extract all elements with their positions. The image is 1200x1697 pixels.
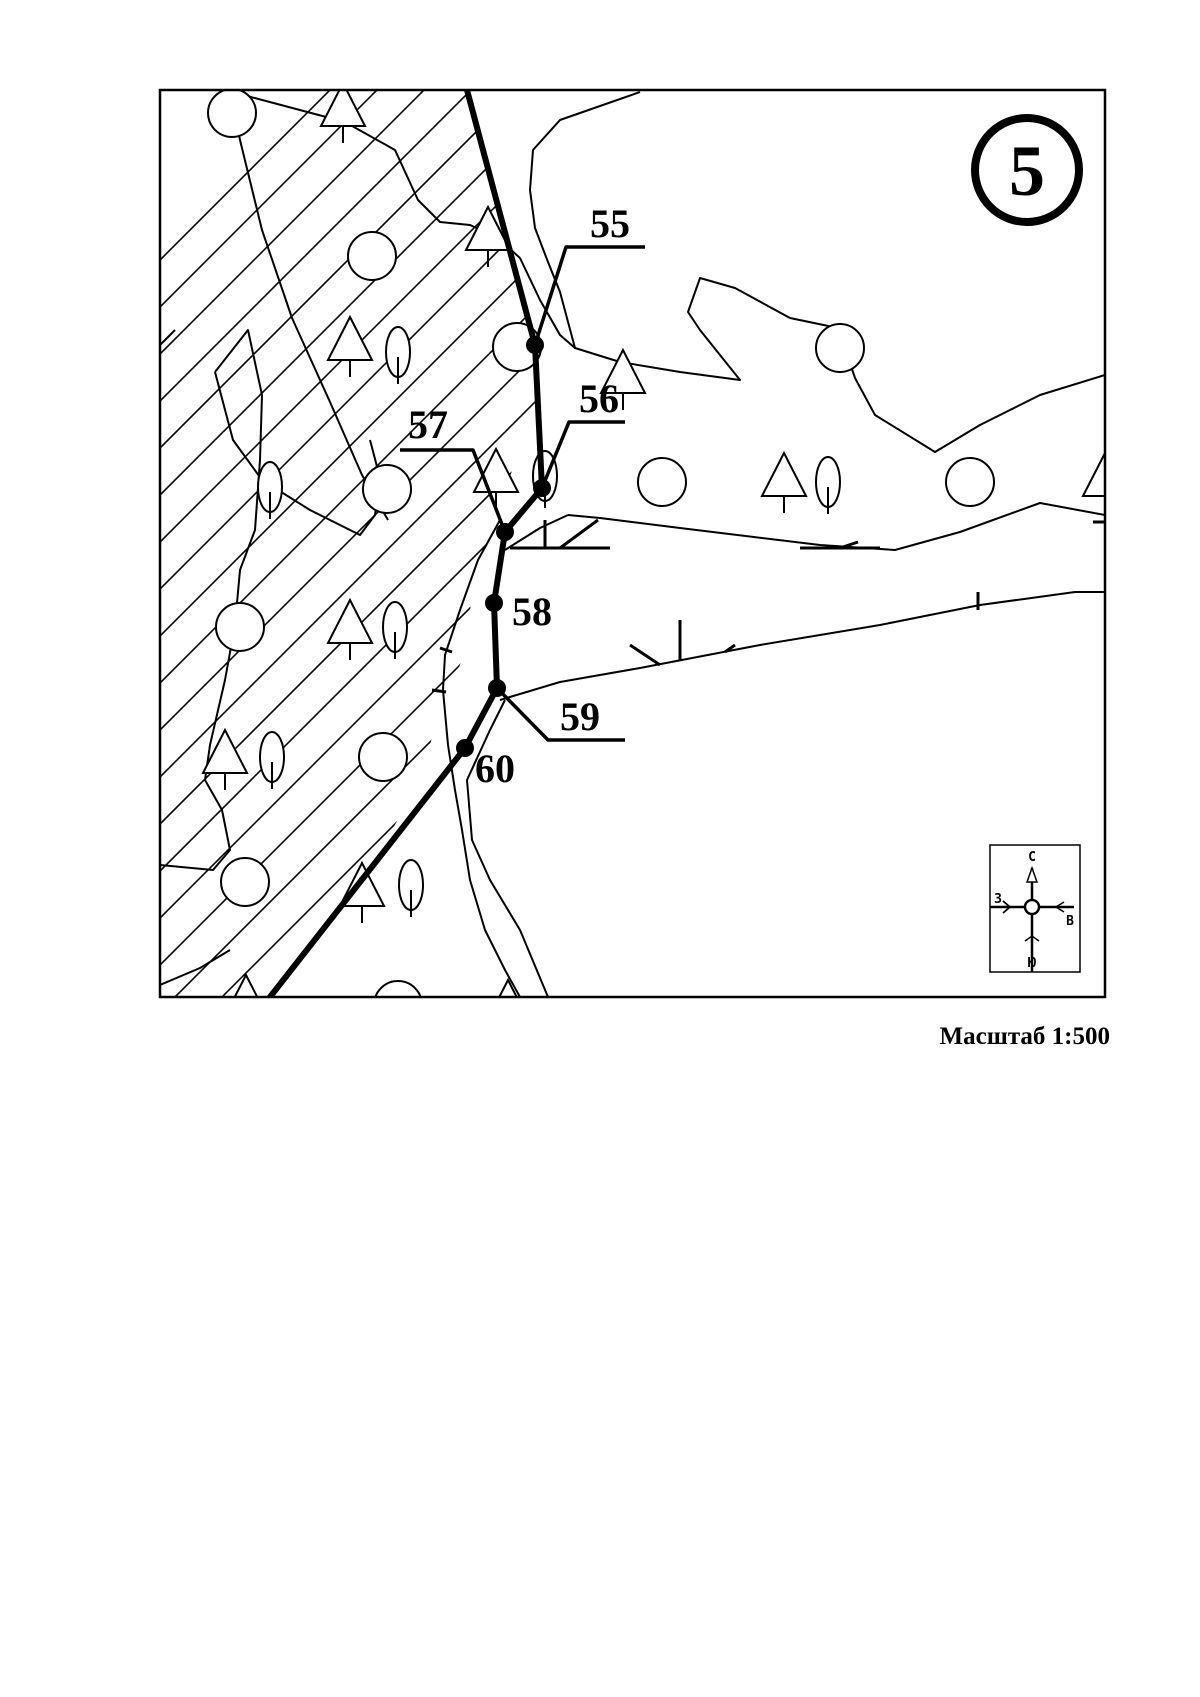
hatch-line [160, 299, 540, 997]
slope-ticks [431, 518, 1105, 694]
hatch-line [160, 90, 540, 590]
tree-crown-symbol [347, 231, 397, 281]
hatch-line [160, 90, 540, 496]
hatched-area [160, 90, 540, 997]
point-label-56: 56 [579, 376, 619, 421]
compass-west-label: З [994, 892, 1002, 907]
tree-crown-symbol [207, 90, 257, 138]
point-label-60: 60 [475, 746, 515, 791]
label-leaders [400, 245, 645, 742]
point-55-marker [526, 336, 544, 354]
point-59-marker [488, 679, 506, 697]
tree-crown-symbol [358, 732, 408, 782]
point-label-57: 57 [408, 402, 448, 447]
hatch-line [160, 90, 540, 355]
hatch-line [160, 90, 540, 778]
sheet-number-badge: 5 [971, 114, 1083, 226]
tree-crown-symbol [362, 464, 412, 514]
boundary-lines [160, 90, 1105, 997]
compass-north-label: С [1028, 850, 1036, 865]
vegetation-symbols [201, 90, 1105, 997]
traverse-points [456, 336, 551, 757]
sheet-number: 5 [1009, 131, 1045, 211]
hatch-line [160, 90, 540, 872]
hatch-line [160, 111, 540, 997]
conifer-symbol [498, 977, 518, 997]
compass-south-label: Ю [1028, 956, 1036, 971]
conifer-symbol [1081, 450, 1105, 497]
tree-crown-symbol [945, 457, 995, 507]
hatch-line [160, 90, 540, 919]
traverse-line [267, 90, 545, 997]
hatch-line [160, 90, 540, 543]
point-label-55: 55 [590, 201, 630, 246]
hatch-line [160, 90, 540, 261]
point-labels: 55 56 57 58 59 60 [408, 201, 630, 791]
map-content: 55 56 57 58 59 60 5 С З В Ю [160, 90, 1105, 997]
scale-label: Масштаб 1:500 [939, 1023, 1110, 1050]
point-label-58: 58 [512, 589, 552, 634]
hatch-line [160, 90, 540, 731]
conifer-symbol [760, 450, 808, 497]
compass-east-label: В [1066, 914, 1074, 929]
tree-crown-symbol [815, 323, 865, 373]
hatch-line [160, 90, 540, 402]
hatch-line [160, 205, 540, 997]
hatch-line [160, 90, 540, 966]
hatch-line [160, 346, 540, 997]
hatch-line [160, 158, 540, 997]
point-label-59: 59 [560, 694, 600, 739]
map-frame [158, 88, 1107, 999]
hatch-line [160, 90, 540, 637]
hatch-line [160, 90, 540, 684]
point-56-marker [533, 479, 551, 497]
tree-crown-symbol [637, 457, 687, 507]
tree-crown-symbol [220, 857, 270, 907]
point-57-marker [496, 523, 514, 541]
tree-crown-symbol [215, 602, 265, 652]
conifer-symbol [326, 314, 374, 361]
hatch-line [160, 90, 540, 308]
compass-rose: С З В Ю [989, 844, 1081, 973]
point-58-marker [485, 594, 503, 612]
tree-crown-symbol [374, 980, 422, 997]
hatch-line [160, 90, 540, 825]
conifer-symbol [326, 597, 374, 644]
hatch-line [160, 90, 540, 449]
point-60-marker [456, 739, 474, 757]
